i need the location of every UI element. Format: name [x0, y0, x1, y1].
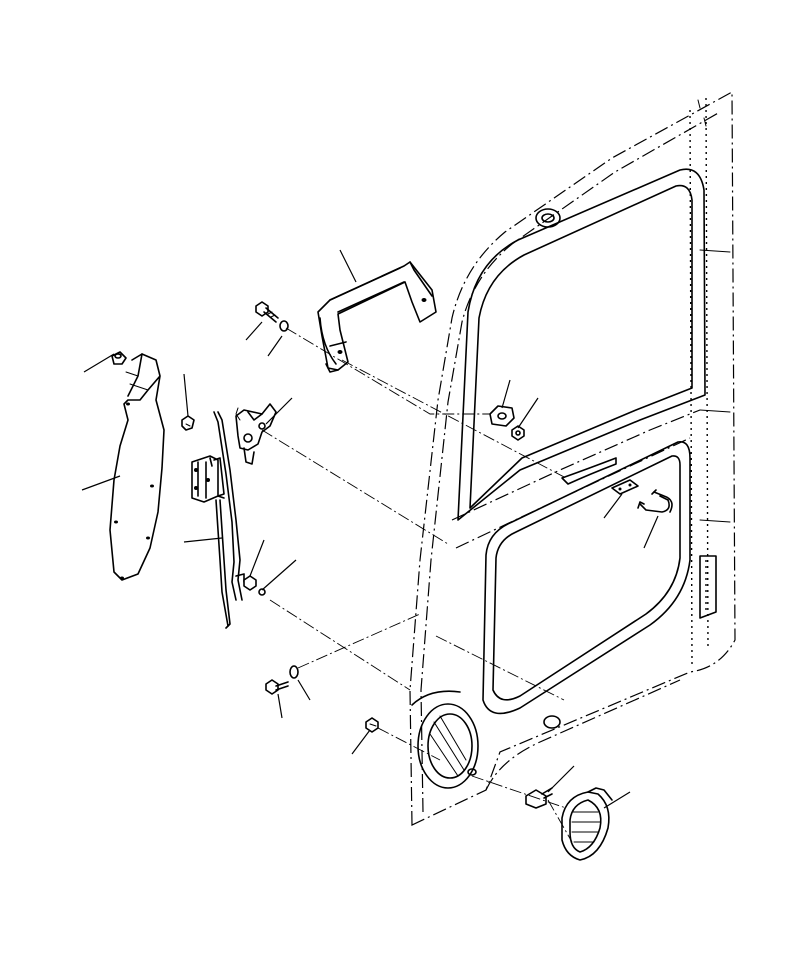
bolt-outer-handle: [525, 787, 553, 809]
door-panel: [409, 90, 736, 826]
catch-plate: [489, 405, 515, 427]
door-inner-cover: [109, 351, 165, 581]
bolt-lower-left: [265, 679, 289, 695]
striker-plate: [611, 479, 639, 495]
edge-artifact: [697, 99, 707, 127]
lower-window: [482, 441, 691, 715]
upper-window: [457, 168, 706, 521]
washer-lower-left: [289, 665, 299, 679]
door-lock-assembly: [191, 455, 225, 503]
bolt-lock-rod: [243, 575, 257, 591]
washer-grab-handle: [279, 320, 289, 332]
door-latch-slot: [561, 457, 617, 485]
bolt-cover: [181, 415, 195, 431]
outer-door-handle: [561, 787, 613, 861]
grab-handle: [317, 261, 437, 373]
leader-lines: [81, 249, 659, 809]
door-handle-recess: [411, 690, 479, 789]
washer-lock-rod: [258, 588, 266, 596]
bolt-recess: [365, 717, 379, 733]
u-bolt-striker: [637, 489, 673, 513]
bolt-grab-handle: [255, 301, 279, 323]
assembly-lines: [261, 327, 573, 843]
lock-bracket: [235, 403, 277, 465]
nut-catch-plate: [511, 425, 525, 441]
